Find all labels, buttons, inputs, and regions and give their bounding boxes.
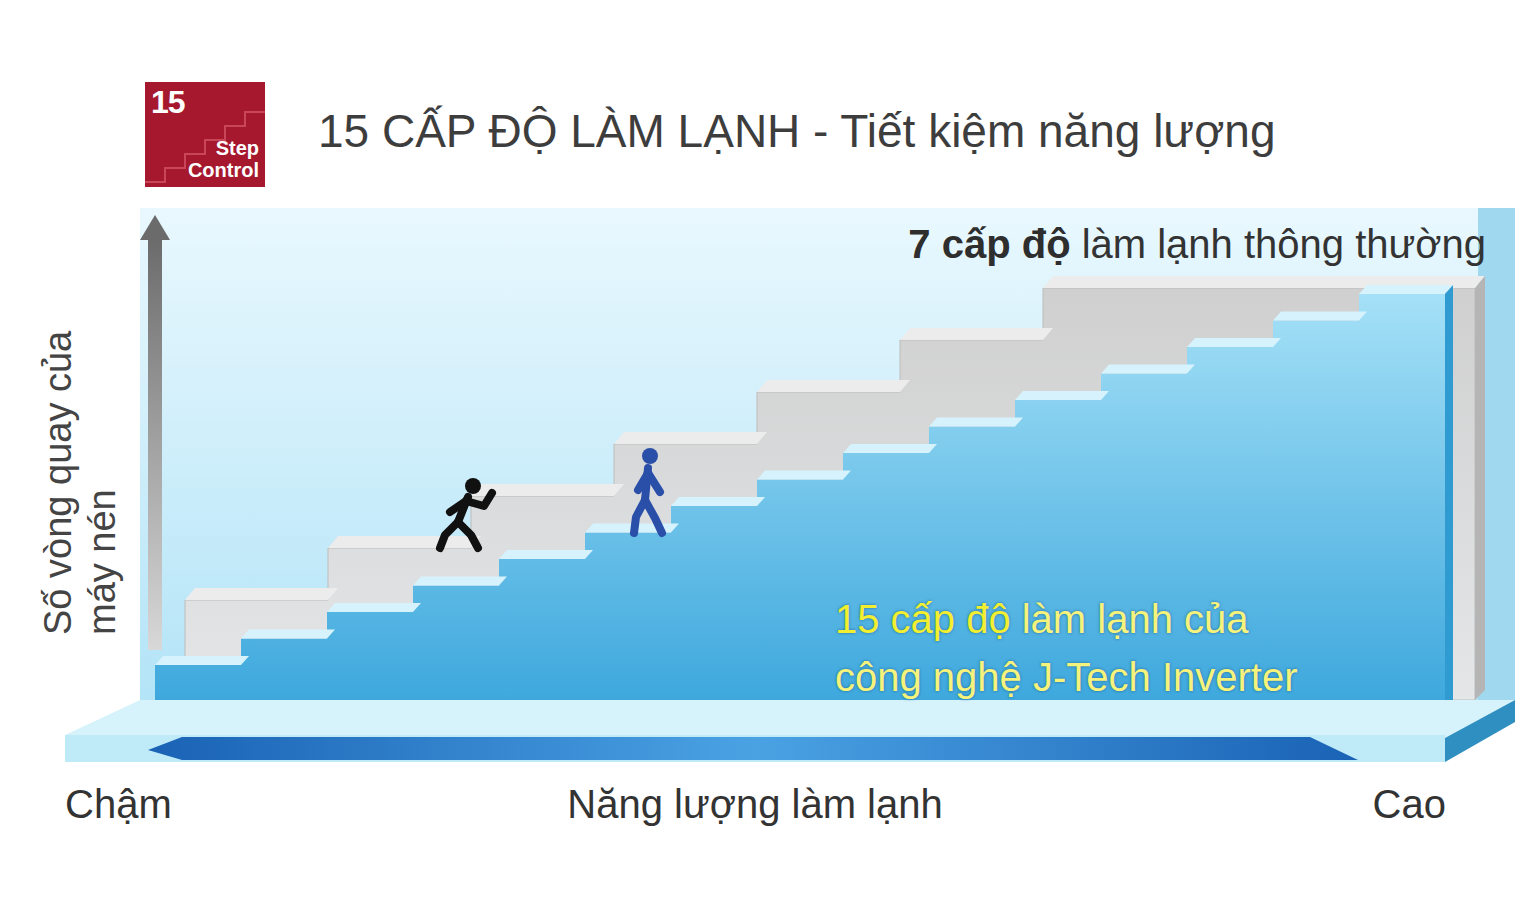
floor-front <box>65 735 1445 762</box>
axis-label: Cao <box>1280 782 1446 827</box>
axis-label: Năng lượng làm lạnh <box>455 782 1055 827</box>
logo-fill <box>145 82 265 187</box>
floor-top <box>65 700 1515 738</box>
level-note: công nghệ J-Tech Inverter <box>835 655 1297 700</box>
blue-stair-tread <box>155 656 249 665</box>
blue-stair-tread <box>1015 391 1109 400</box>
level-note: làm lạnh thông thường <box>1082 222 1486 266</box>
level-count: 15 cấp độ <box>835 597 1011 641</box>
grey-stair-side <box>1475 276 1485 700</box>
blue-stair-tread <box>757 471 851 480</box>
label-line: 15 cấp độlàm lạnh của <box>835 597 1249 642</box>
y-axis-arrow <box>148 238 162 650</box>
floor-side <box>1445 700 1515 762</box>
level-note: làm lạnh của <box>1022 597 1249 641</box>
axis-label: Số vòng quay của máy nén <box>36 275 124 635</box>
grey-stair-tread <box>900 328 1053 340</box>
blue-stair-face <box>155 294 1445 718</box>
blue-stair-side <box>1445 285 1453 718</box>
blue-stair-tread <box>929 418 1023 427</box>
logo-badge: 15Step Control <box>145 82 265 187</box>
grey-stair-tread <box>614 432 767 444</box>
logo-number: 15 <box>151 84 185 121</box>
blue-stair-tread <box>1359 285 1453 294</box>
blue-stair-tread <box>1101 365 1195 374</box>
blue-stair-tread <box>327 603 421 612</box>
energy-arrow <box>148 737 1358 760</box>
grey-stair-tread <box>185 588 338 600</box>
title: 15 CẤP ĐỘ LÀM LẠNH - Tiết kiệm năng lượn… <box>318 104 1276 158</box>
blue-stair-tread <box>413 577 507 586</box>
y-axis-head <box>140 215 170 240</box>
logo-text: Step Control <box>164 137 259 181</box>
running-figure <box>440 478 492 548</box>
blue-stairs <box>155 285 1453 718</box>
grey-stair-tread <box>757 380 910 392</box>
blue-stair-tread <box>241 630 335 639</box>
walking-figure <box>634 448 662 533</box>
blue-stair-tread <box>843 444 937 453</box>
blue-stair-tread <box>1187 338 1281 347</box>
logo-steps <box>145 112 265 182</box>
axis-label: Chậm <box>65 782 172 827</box>
level-count: 7 cấp độ <box>908 222 1070 266</box>
grey-stair-tread <box>328 536 481 548</box>
blue-stair-tread <box>499 550 593 559</box>
blue-stair-tread <box>671 497 765 506</box>
blue-stair-tread <box>1273 312 1367 321</box>
label-line: 7 cấp độ làm lạnh thông thường <box>908 222 1486 267</box>
